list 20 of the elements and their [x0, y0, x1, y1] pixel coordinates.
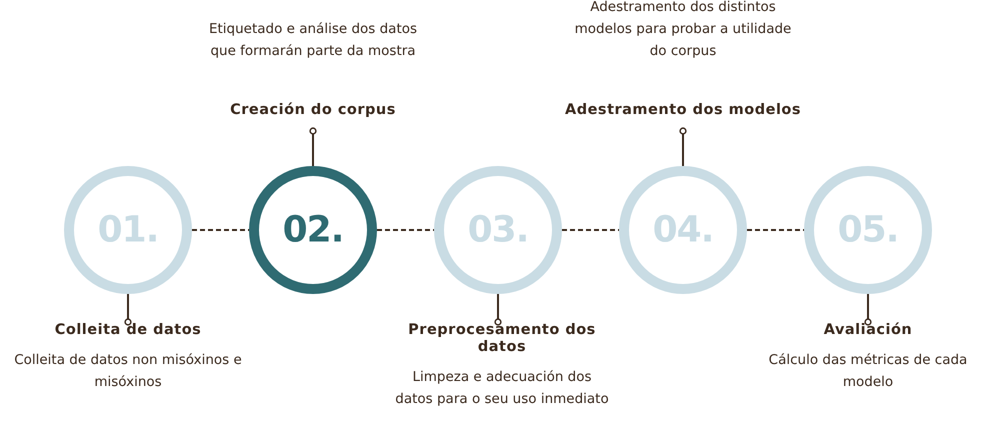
- step-description: Colleita de datos non misóxinos e misóxinos: [13, 351, 243, 392]
- dashed-connector: [562, 229, 619, 231]
- step-description: Cálculo das métricas de cada modelo: [768, 351, 968, 392]
- step-title: Preprocesamento dos datos: [407, 322, 597, 356]
- leader-line: [679, 127, 687, 166]
- step-description: Etiquetado e análise dos datos que formarán parte da mostra: [208, 20, 418, 61]
- step-description: Limpeza e adecuación dos datos para o seu uso inmediato: [394, 368, 610, 409]
- leader-line: [494, 294, 502, 326]
- dashed-connector: [747, 229, 804, 231]
- dashed-connector: [377, 229, 434, 231]
- step-title: Avaliación: [824, 322, 912, 339]
- step-number: 02.: [282, 210, 344, 250]
- step-title: Creación do corpus: [230, 102, 396, 120]
- step-title: Colleita de datos: [54, 322, 202, 339]
- leader-line: [309, 127, 317, 166]
- leader-line: [864, 294, 872, 326]
- leader-line: [124, 294, 132, 326]
- dashed-connector: [192, 229, 249, 231]
- step-description: Adestramento dos distintos modelos para probar a utilidade do corpus: [574, 0, 792, 61]
- step-title: Adestramento dos modelos: [565, 102, 802, 120]
